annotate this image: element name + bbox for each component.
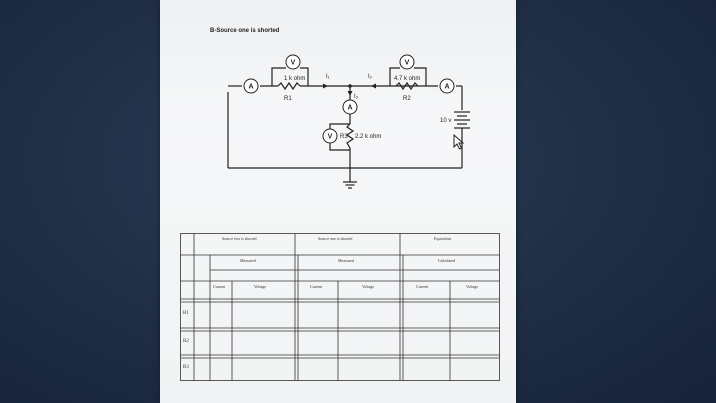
voltmeter-r1-symbol: V xyxy=(291,60,296,67)
pointer-arrow-icon xyxy=(453,134,465,150)
group-header-source-two: Source two is shorted xyxy=(222,236,257,241)
results-table: Source two is shorted Source one is shor… xyxy=(180,233,500,381)
col-header-voltage-2: Voltage xyxy=(362,284,375,289)
voltmeter-r2-symbol: V xyxy=(405,60,410,67)
voltmeter-r3 xyxy=(322,128,338,144)
sub-header-measured-1: Measured xyxy=(240,258,256,263)
r1-value-label: 1 k ohm xyxy=(284,76,305,82)
sub-header-measured-2: Measured xyxy=(338,258,354,263)
col-header-voltage-1: Voltage xyxy=(254,284,267,289)
document-page: B-Source one is shorted xyxy=(160,0,516,403)
voltmeter-r1-lead-right xyxy=(300,67,309,86)
section-heading: B-Source one is shorted xyxy=(210,28,280,34)
r1-name-label: R1 xyxy=(284,96,292,102)
current-i2-label: I₂ xyxy=(368,74,373,80)
ammeter-middle xyxy=(342,99,358,115)
circuit-diagram: A A A V V V 1 k ohm R1 4.7 k ohm R2 I₁ I… xyxy=(227,54,470,189)
group-header-equivalent: Equivalent xyxy=(434,236,452,241)
voltmeter-r3-symbol: V xyxy=(328,134,333,141)
voltmeter-r2-lead-right xyxy=(414,67,427,86)
voltmeter-r3-lead-top xyxy=(329,123,350,130)
col-header-current-3: Current xyxy=(416,284,429,289)
current-i1-label: I₁ xyxy=(326,74,330,80)
resistor-r3 xyxy=(345,123,355,149)
voltmeter-r2 xyxy=(399,54,415,70)
current-arrow-i3 xyxy=(347,91,353,96)
r3-value-label: 2.2 k ohm xyxy=(355,134,381,140)
ammeter-left-symbol: A xyxy=(248,84,253,91)
resistor-r1 xyxy=(277,81,301,91)
junction-node xyxy=(348,84,352,88)
col-header-current-1: Current xyxy=(213,284,226,289)
current-i3-label: I₃ xyxy=(354,94,359,100)
ammeter-left xyxy=(243,78,259,94)
resistor-r2 xyxy=(395,81,419,91)
r3-name-label: R3 xyxy=(340,134,348,140)
voltmeter-r1 xyxy=(285,54,301,70)
voltmeter-r3-lead-bottom xyxy=(329,142,350,151)
r2-name-label: R2 xyxy=(403,96,411,102)
row-label-r2: R2 xyxy=(183,339,189,344)
ammeter-right-symbol: A xyxy=(444,84,449,91)
voltmeter-r1-lead-left xyxy=(271,67,286,86)
source-value-label: 10 v xyxy=(440,118,451,124)
r2-value-label: 4.7 k ohm xyxy=(394,76,420,82)
group-header-source-one: Source one is shorted xyxy=(318,236,353,241)
current-arrow-i2 xyxy=(371,83,376,89)
col-header-voltage-3: Voltage xyxy=(466,284,479,289)
col-header-current-2: Current xyxy=(310,284,323,289)
ammeter-middle-symbol: A xyxy=(347,105,352,112)
current-arrow-i1 xyxy=(323,83,328,89)
row-label-r1: R1 xyxy=(183,311,189,316)
voltmeter-r2-lead-left xyxy=(389,67,400,86)
sub-header-calculated: Calculated xyxy=(438,258,456,263)
row-label-r3: R3 xyxy=(183,365,189,370)
ammeter-right xyxy=(439,78,455,94)
